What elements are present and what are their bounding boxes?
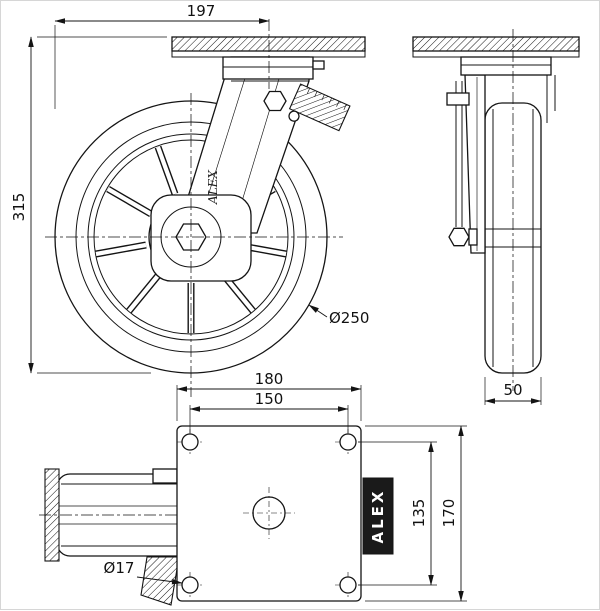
dim-50: 50 [484,377,542,405]
axle-washer [468,228,478,246]
bottom-view: ALEX [39,425,394,606]
wheel-diameter-text: Ø250 [329,309,369,327]
dim-315-text: 315 [10,193,28,222]
bolt-hole-top-left [181,433,199,451]
dim-170: 170 [365,425,467,602]
dim-315: 315 [10,36,167,374]
label-bolt-hole-diameter: Ø17 [104,559,183,585]
brake-pedal-bottom [140,556,180,606]
wheel-bottom [39,468,202,562]
axle-nut-side [448,227,470,247]
brake-pedal [288,83,351,132]
brake-pivot [288,110,300,122]
dim-197: 197 [54,2,270,109]
bolt-holes [177,429,361,598]
brand-label-text: ALEX [369,489,387,544]
dim-50-text: 50 [503,381,522,399]
brake-linkage [152,468,178,484]
swivel-housing-side [460,56,552,76]
bolt-hole-diameter-text: Ø17 [104,559,135,577]
grease-fitting [312,60,325,70]
kingpin-hex-nut [263,90,287,112]
dim-180: 180 [176,370,362,421]
label-wheel-diameter: Ø250 [308,304,369,327]
top-plate-side [412,36,580,52]
dim-197-text: 197 [187,2,216,20]
swivel-housing [222,56,314,80]
bolt-hole-bottom-right [339,576,357,594]
bolt-hole-top-right [339,433,357,451]
dim-180-text: 180 [255,370,284,388]
bolt-hole-bottom-left [181,576,199,594]
front-view: ALEX [45,36,366,397]
top-plate-front [171,36,366,52]
dim-170-text: 170 [440,499,458,528]
top-plate-edge [171,50,366,58]
dim-150: 150 [189,390,349,433]
brand-label-box [362,477,394,555]
upper-bolt [446,92,470,106]
dim-135: 135 [358,441,437,586]
dim-135-text: 135 [410,499,428,528]
fork-front: ALEX [150,36,366,282]
fork-brand-logo: ALEX [206,170,220,205]
brake-front [288,83,351,132]
side-view [412,29,580,391]
dim-150-text: 150 [255,390,284,408]
